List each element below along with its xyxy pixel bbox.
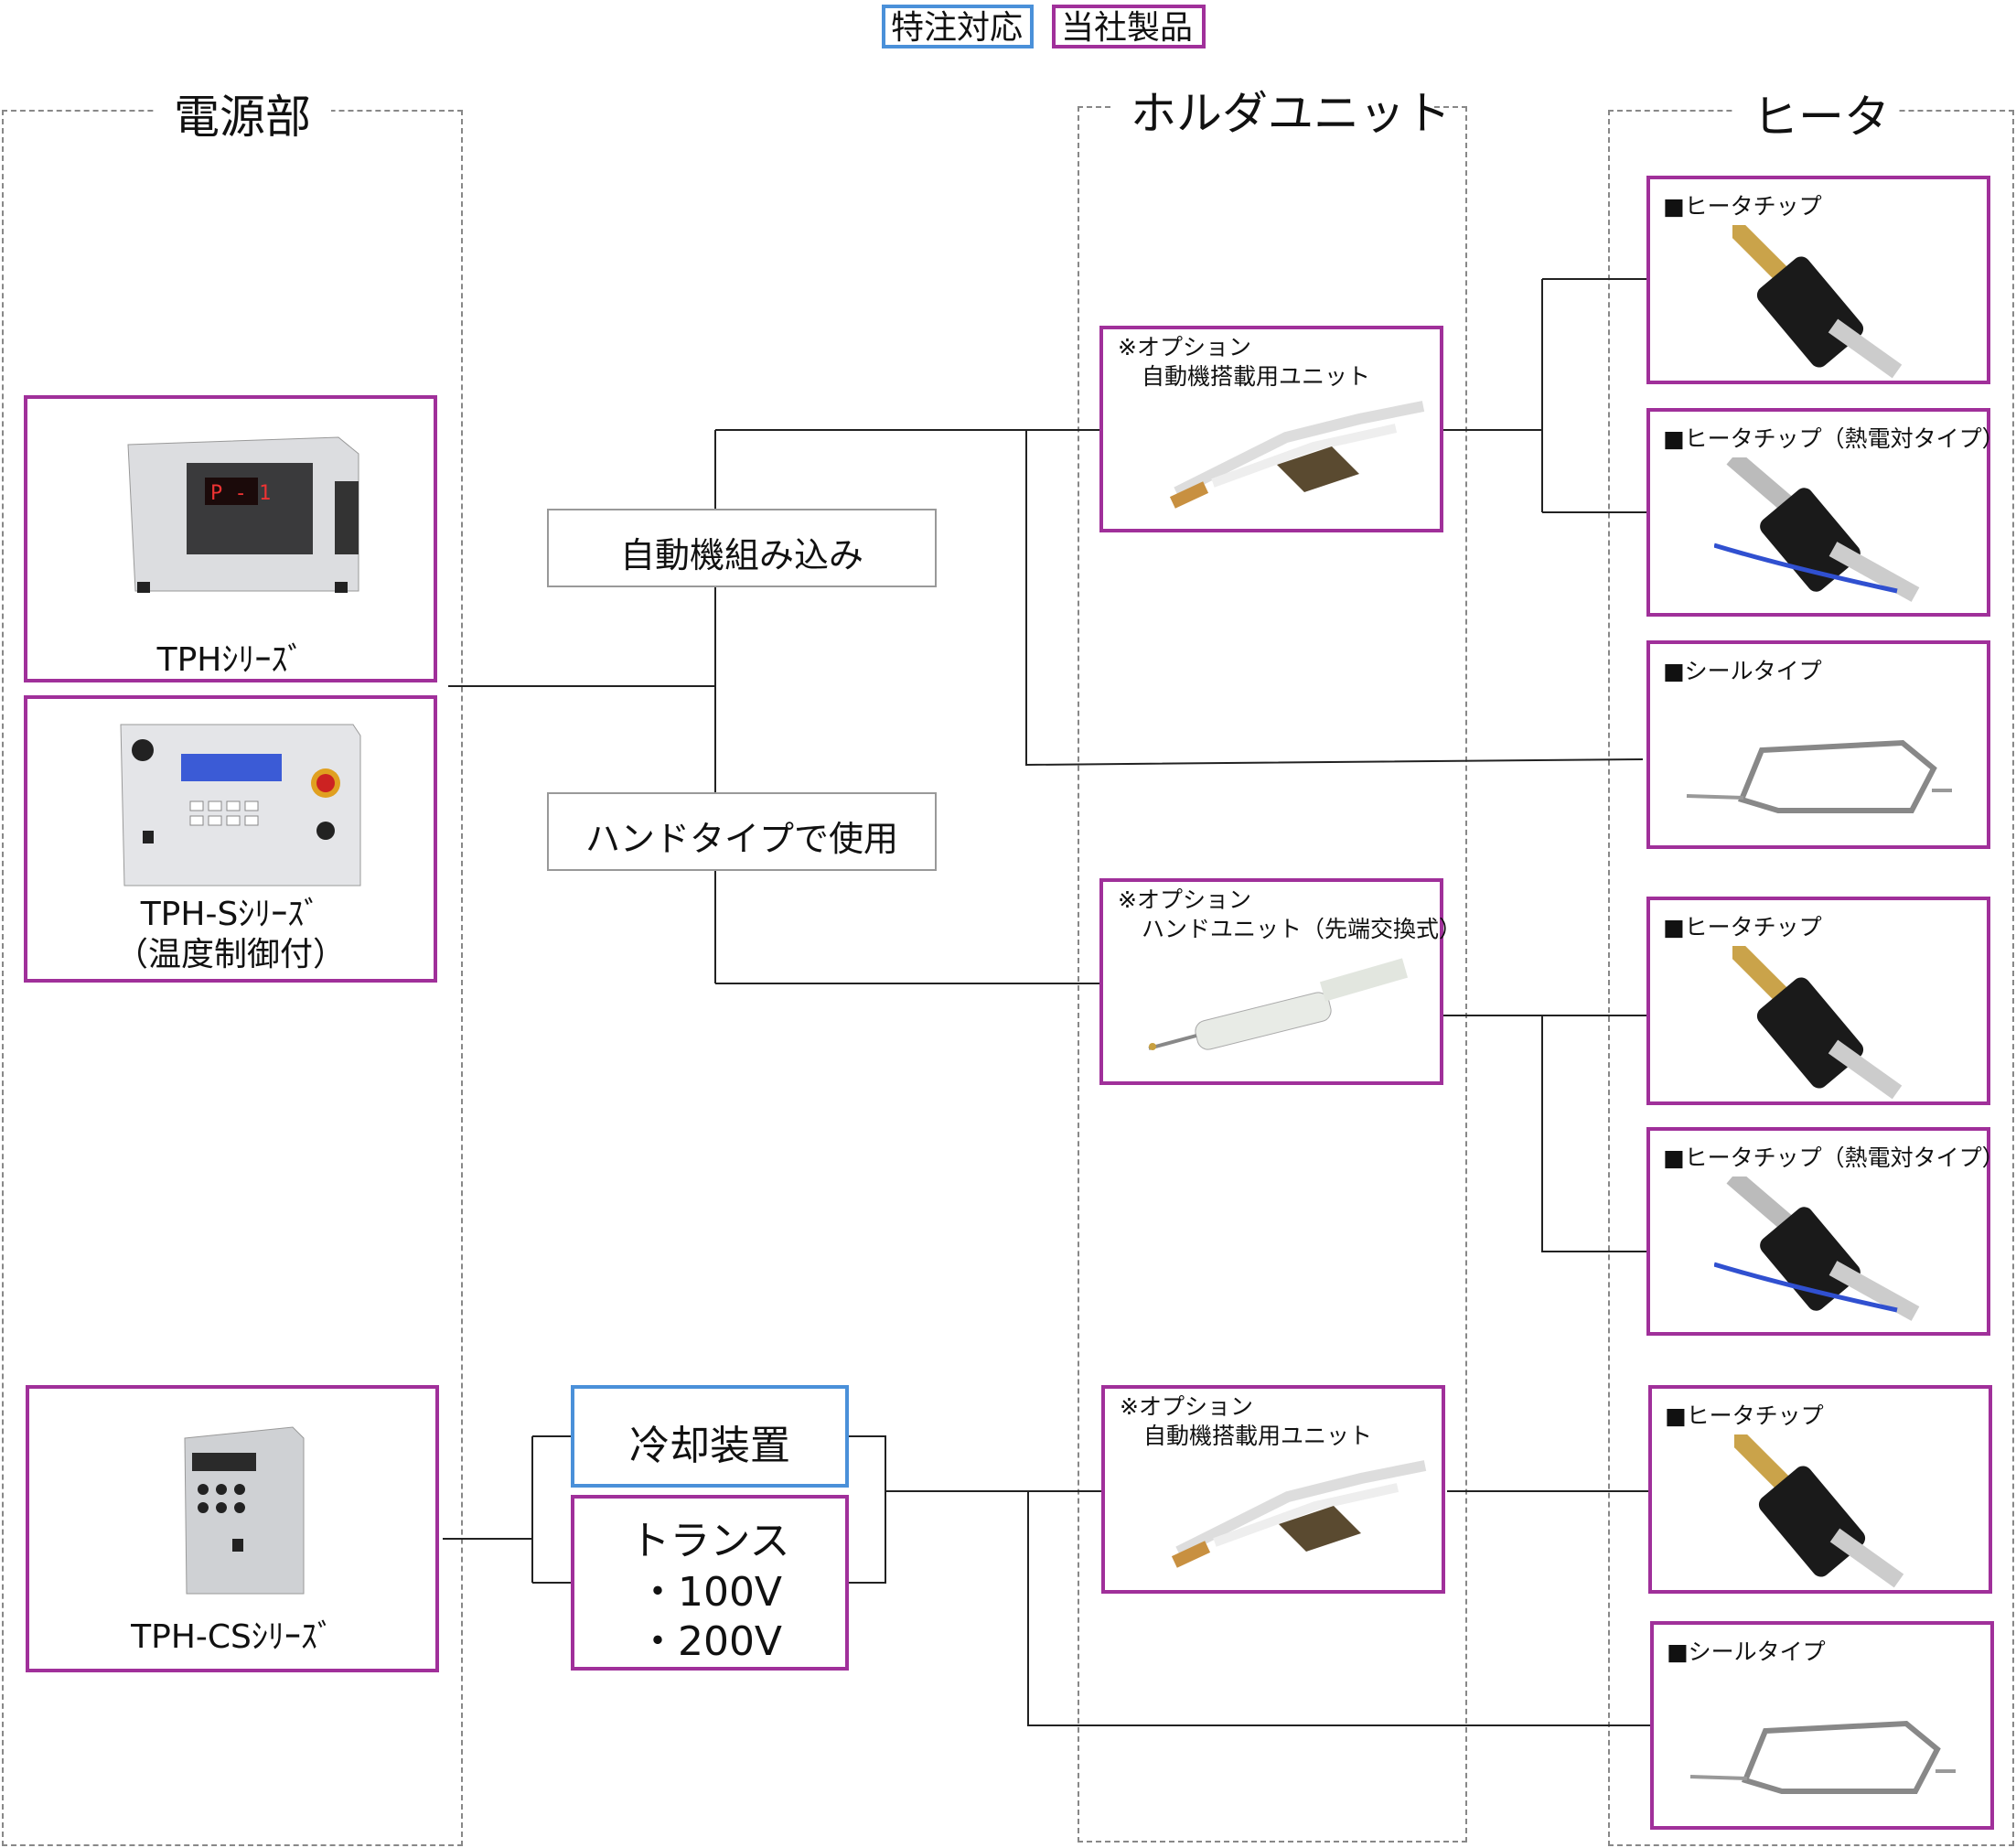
holder-2-caption-2: ハンドユニット（先端交換式） xyxy=(1142,916,1463,942)
heater-chip-thermocouple-2[interactable]: ■ヒータチップ（熱電対タイプ） xyxy=(1646,1127,2005,1336)
legend-custom-label: 特注対応 xyxy=(891,9,1024,47)
usage-auto-label: 自動機組み込み xyxy=(619,535,863,575)
tph-cs-series-box[interactable]: TPH-CSｼﾘｰｽﾞ xyxy=(26,1385,439,1672)
heater-chip-2-image xyxy=(1732,946,1903,1100)
transformer-200v: ・200V xyxy=(637,1618,783,1665)
holder-1-caption-1: ※オプション xyxy=(1118,334,1251,360)
heater-chip-1[interactable]: ■ヒータチップ xyxy=(1646,176,1990,384)
transformer-box[interactable]: トランス ・100V ・200V xyxy=(571,1495,849,1671)
heater-chip-1-image xyxy=(1732,225,1903,379)
usage-auto-box[interactable]: 自動機組み込み xyxy=(547,509,937,587)
heater-2-caption: ■ヒータチップ（熱電対タイプ） xyxy=(1663,425,2005,452)
legend-own-product-label: 当社製品 xyxy=(1061,9,1194,47)
heater-chip-3[interactable]: ■ヒータチップ xyxy=(1648,1385,1992,1594)
tph-s-series-label-1: TPH-Sｼﾘｰｽﾞ xyxy=(140,896,321,933)
legend-own-product: 当社製品 xyxy=(1052,5,1206,48)
transformer-100v: ・100V xyxy=(637,1569,783,1616)
holder-3-caption-2: 自動機搭載用ユニット xyxy=(1143,1423,1373,1449)
holder-2-image xyxy=(1148,958,1409,1050)
heater-chip-thermo-2-image xyxy=(1714,1176,1920,1321)
heater-chip-thermo-1-image xyxy=(1714,457,1920,602)
legend-custom: 特注対応 xyxy=(882,5,1034,48)
tph-cs-series-label: TPH-CSｼﾘｰｽﾞ xyxy=(131,1618,334,1656)
transformer-label: トランス xyxy=(629,1518,790,1564)
heater-chip-2[interactable]: ■ヒータチップ xyxy=(1646,897,1990,1105)
heater-chip-thermocouple-1[interactable]: ■ヒータチップ（熱電対タイプ） xyxy=(1646,408,2005,617)
tph-s-series-label-2: （温度制御付） xyxy=(114,936,346,973)
holder-2-caption-1: ※オプション xyxy=(1118,886,1251,913)
cooler-label: 冷却装置 xyxy=(629,1423,790,1469)
tph-unit-image: P - 1 xyxy=(127,436,359,593)
usage-hand-label: ハンドタイプで使用 xyxy=(584,819,898,859)
heater-7-caption: ■シールタイプ xyxy=(1667,1638,1826,1665)
heater-seal-2-image xyxy=(1689,1720,1956,1794)
tph-cs-unit-image xyxy=(184,1426,305,1595)
holder-auto-unit-1[interactable]: ※オプション 自動機搭載用ユニット xyxy=(1099,326,1443,532)
heater-seal-2[interactable]: ■シールタイプ xyxy=(1650,1621,1994,1830)
heater-6-caption: ■ヒータチップ xyxy=(1665,1402,1824,1429)
holder-hand-unit[interactable]: ※オプション ハンドユニット（先端交換式） xyxy=(1099,878,1462,1085)
holder-1-caption-2: 自動機搭載用ユニット xyxy=(1142,363,1371,390)
heater-seal-1-image xyxy=(1686,739,1952,813)
usage-hand-box[interactable]: ハンドタイプで使用 xyxy=(547,792,937,871)
tph-series-box[interactable]: P - 1 TPHｼﾘｰｽﾞ xyxy=(24,395,437,682)
holder-auto-unit-2[interactable]: ※オプション 自動機搭載用ユニット xyxy=(1101,1385,1445,1594)
heater-3-caption: ■シールタイプ xyxy=(1663,658,1822,684)
holder-section-title: ホルダユニット xyxy=(1110,77,1451,143)
holder-1-image xyxy=(1169,401,1425,509)
heater-4-caption: ■ヒータチップ xyxy=(1663,914,1822,940)
tph-display-text: P - 1 xyxy=(210,482,271,505)
tph-s-unit-image xyxy=(120,724,361,886)
heater-chip-3-image xyxy=(1734,1434,1904,1588)
holder-3-image xyxy=(1171,1460,1427,1568)
holder-3-caption-1: ※オプション xyxy=(1120,1393,1253,1420)
cooler-box[interactable]: 冷却装置 xyxy=(571,1385,849,1488)
power-section-title: 電源部 xyxy=(154,81,331,146)
heater-1-caption: ■ヒータチップ xyxy=(1663,193,1822,220)
heater-seal-1[interactable]: ■シールタイプ xyxy=(1646,640,1990,849)
heater-5-caption: ■ヒータチップ（熱電対タイプ） xyxy=(1663,1144,2005,1171)
heater-section-title: ヒータ xyxy=(1732,81,1897,146)
tph-s-series-box[interactable]: TPH-Sｼﾘｰｽﾞ （温度制御付） xyxy=(24,695,437,983)
tph-series-label: TPHｼﾘｰｽﾞ xyxy=(156,641,305,679)
